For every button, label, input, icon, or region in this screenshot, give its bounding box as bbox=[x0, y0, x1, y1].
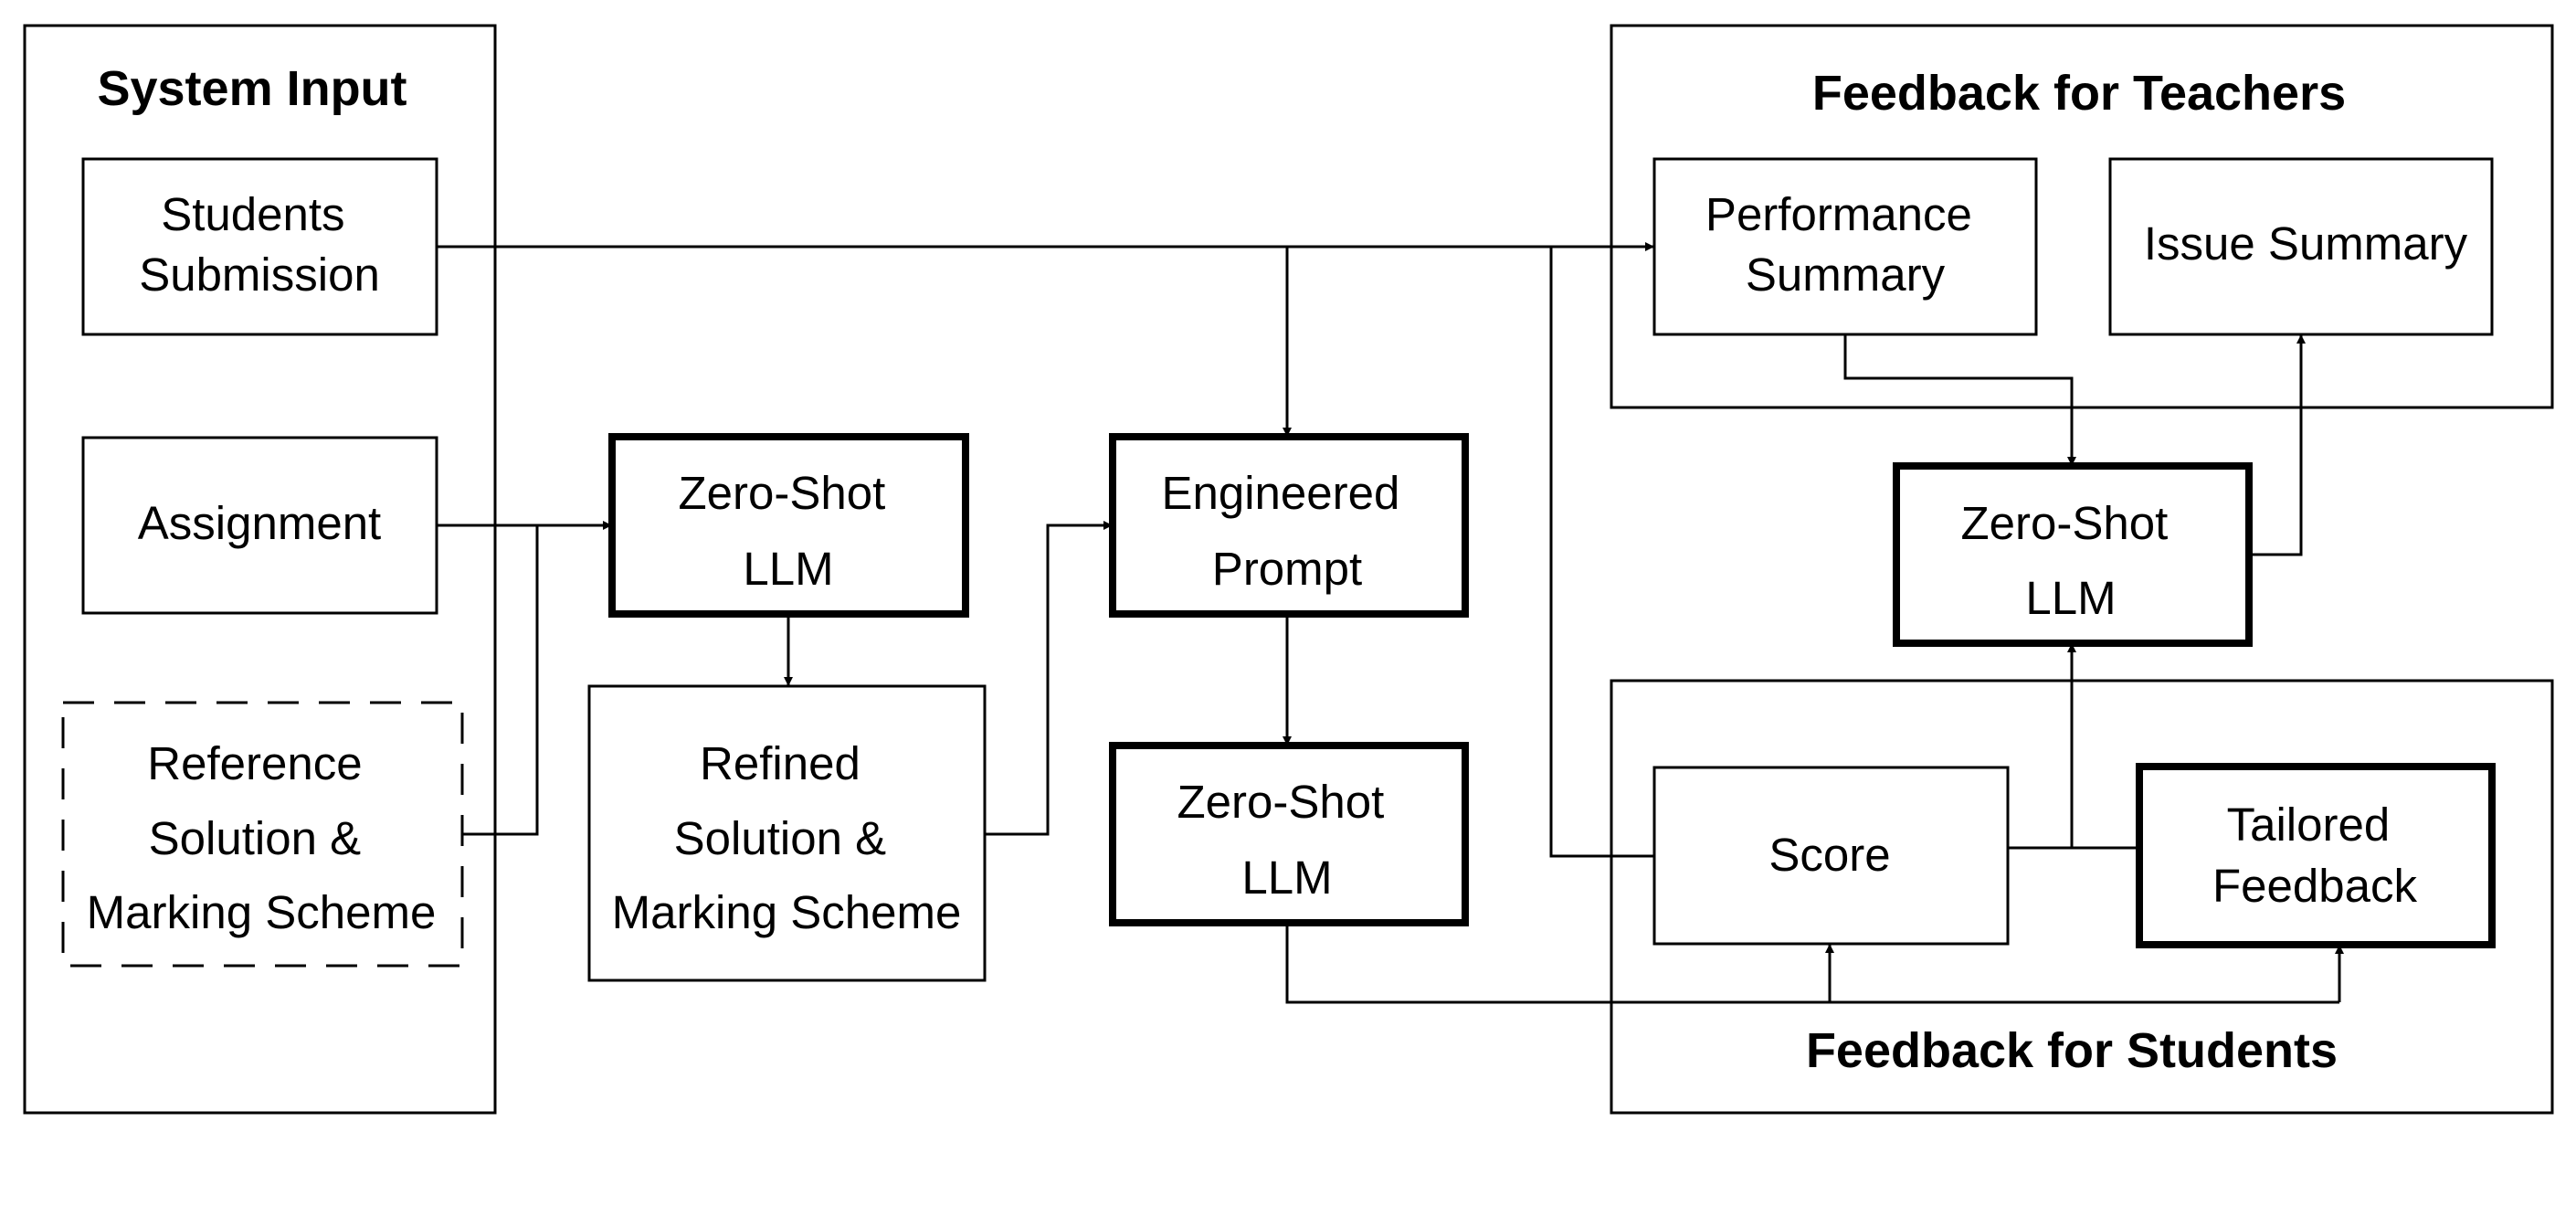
svg-text:Score: Score bbox=[1768, 829, 1890, 881]
group-title-feedback-teachers: Feedback for Teachers bbox=[1812, 66, 2346, 121]
group-title-system-input: System Input bbox=[97, 61, 406, 116]
group-feedback-for-students: Feedback for Students bbox=[1610, 679, 2554, 1115]
edge-llm-3-to-issue-summary bbox=[2249, 334, 2306, 556]
node-issue-summary: Issue Summary bbox=[2108, 157, 2494, 336]
group-system-input: System Input bbox=[23, 24, 497, 1115]
edge-submission-to-score bbox=[1549, 247, 1654, 858]
node-assignment: Assignment bbox=[81, 436, 438, 615]
edge-performance-summary-to-llm-3 bbox=[1843, 334, 2076, 466]
node-zero-shot-llm-1: Zero-Shot LLM bbox=[608, 433, 969, 618]
node-students-submission: Students Submission bbox=[81, 157, 438, 336]
node-zero-shot-llm-3: Zero-Shot LLM bbox=[1893, 462, 2253, 647]
edge-refined-solution-to-engineered-prompt bbox=[985, 521, 1113, 836]
edge-llm-2-bottom-bus bbox=[1285, 923, 2339, 1004]
svg-text:Students Submission: Students Submission bbox=[139, 188, 380, 301]
node-zero-shot-llm-2: Zero-Shot LLM bbox=[1109, 742, 1469, 926]
svg-text:Tailored Feedback: Tailored Feedback bbox=[2212, 799, 2417, 912]
group-feedback-for-teachers: Feedback for Teachers bbox=[1610, 24, 2554, 409]
edge-reference-solution-to-llm-1 bbox=[462, 525, 539, 836]
svg-text:Performance Summary: Performance Summary bbox=[1705, 188, 1985, 301]
node-performance-summary: Performance Summary bbox=[1652, 157, 2038, 336]
svg-text:Zero-Shot LLM: Zero-Shot LLM bbox=[1961, 497, 2181, 624]
node-reference-solution: Reference Solution & Marking Scheme bbox=[61, 701, 464, 968]
node-tailored-feedback: Tailored Feedback bbox=[2136, 763, 2496, 948]
node-refined-solution: Refined Solution & Marking Scheme bbox=[587, 684, 987, 982]
svg-text:Zero-Shot LLM: Zero-Shot LLM bbox=[679, 467, 899, 595]
svg-text:Zero-Shot LLM: Zero-Shot LLM bbox=[1177, 776, 1398, 904]
group-title-feedback-students: Feedback for Students bbox=[1806, 1023, 2338, 1078]
svg-text:Assignment: Assignment bbox=[138, 497, 381, 549]
svg-text:Issue Summary: Issue Summary bbox=[2144, 217, 2468, 270]
node-score: Score bbox=[1652, 766, 2010, 946]
svg-text:Engineered Prompt: Engineered Prompt bbox=[1161, 467, 1412, 595]
node-engineered-prompt: Engineered Prompt bbox=[1109, 433, 1469, 618]
svg-text:Reference Solution &: Reference Solution & Marking Scheme bbox=[87, 737, 437, 938]
svg-text:Refined Solution &: Refined Solution & Marking Scheme bbox=[612, 737, 962, 938]
